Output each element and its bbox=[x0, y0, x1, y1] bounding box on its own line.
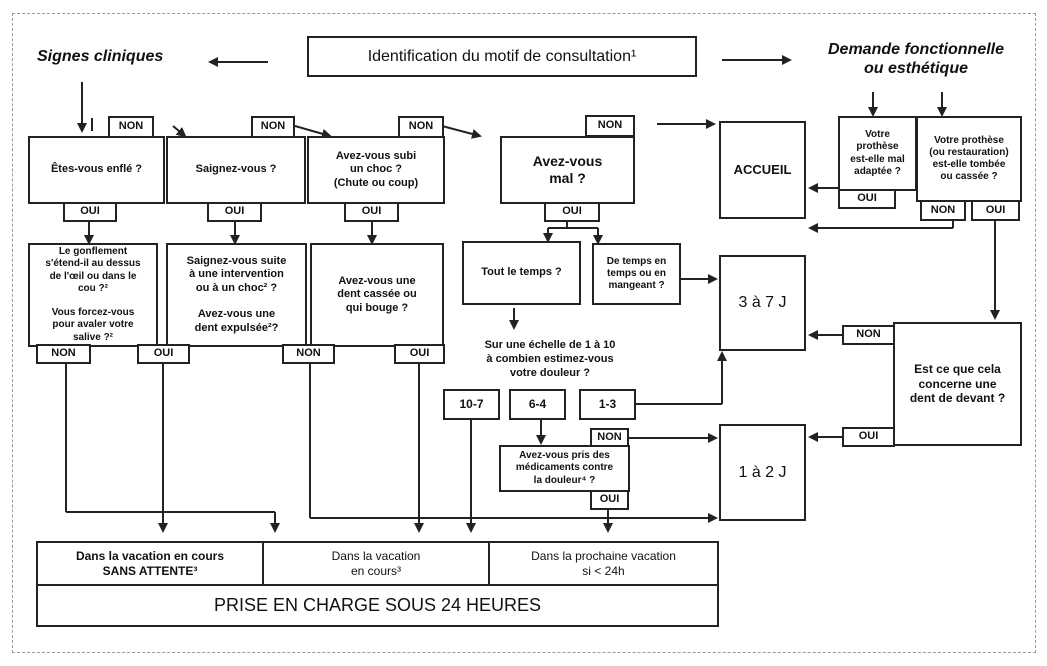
oui-denture-broken: OUI bbox=[971, 200, 1020, 221]
oui-swelling-extent: OUI bbox=[137, 344, 190, 364]
q-swelling-extent: Le gonflement s'étend-il au dessus de l'… bbox=[28, 243, 158, 347]
non-denture-broken: NON bbox=[920, 200, 966, 221]
functional-request-label: Demande fonctionnelle ou esthétique bbox=[827, 41, 1005, 78]
scale-low: 1-3 bbox=[579, 389, 636, 420]
non-swollen: NON bbox=[108, 116, 154, 138]
q-broken-tooth: Avez-vous une dent cassée ou qui bouge ? bbox=[310, 243, 444, 347]
consultation-title: Identification du motif de consultation¹ bbox=[367, 47, 637, 65]
non-swelling-extent: NON bbox=[36, 344, 91, 364]
q-swollen: Êtes-vous enflé ? bbox=[28, 136, 165, 204]
oui-denture-fit: OUI bbox=[838, 189, 896, 209]
q-medication: Avez-vous pris des médicaments contre la… bbox=[499, 445, 630, 492]
non-pain: NON bbox=[585, 115, 635, 137]
non-broken-tooth: NON bbox=[282, 344, 335, 364]
non-trauma: NON bbox=[398, 116, 444, 138]
q-pain: Avez-vous mal ? bbox=[500, 136, 635, 204]
outcome-accueil: ACCUEIL bbox=[719, 121, 806, 219]
q-front-tooth: Est ce que cela concerne une dent de dev… bbox=[893, 322, 1022, 446]
non-medication: NON bbox=[590, 428, 629, 447]
outcome-next-session: Dans la prochaine vacation si < 24h bbox=[488, 541, 719, 586]
outcome-1-2-days: 1 à 2 J bbox=[719, 424, 806, 521]
outcome-3-7-days: 3 à 7 J bbox=[719, 255, 806, 351]
oui-trauma: OUI bbox=[344, 202, 399, 222]
oui-medication: OUI bbox=[590, 490, 629, 510]
q-bleeding-after: Saignez-vous suite à une intervention ou… bbox=[166, 243, 307, 347]
pain-scale-question: Sur une échelle de 1 à 10 à combien esti… bbox=[484, 339, 616, 379]
figure-frame bbox=[12, 13, 1036, 653]
outcome-current-session: Dans la vacation en cours³ bbox=[262, 541, 490, 586]
outcome-24h-banner: PRISE EN CHARGE SOUS 24 HEURES bbox=[36, 584, 719, 627]
oui-bleeding: OUI bbox=[207, 202, 262, 222]
oui-pain: OUI bbox=[544, 202, 600, 222]
non-front-tooth: NON bbox=[842, 325, 895, 345]
non-bleeding: NON bbox=[251, 116, 295, 138]
q-trauma: Avez-vous subi un choc ? (Chute ou coup) bbox=[307, 136, 445, 204]
scale-high: 10-7 bbox=[443, 389, 500, 420]
q-sometimes: De temps en temps ou en mangeant ? bbox=[592, 243, 681, 305]
oui-swollen: OUI bbox=[63, 202, 117, 222]
consultation-title-box: Identification du motif de consultation¹ bbox=[307, 36, 697, 77]
q-bleeding: Saignez-vous ? bbox=[166, 136, 306, 204]
clinical-signs-label: Signes cliniques bbox=[37, 48, 164, 65]
oui-broken-tooth: OUI bbox=[394, 344, 445, 364]
q-denture-broken: Votre prothèse (ou restauration) est-ell… bbox=[916, 116, 1022, 202]
outcome-immediate: Dans la vacation en cours SANS ATTENTE³ bbox=[36, 541, 264, 586]
scale-mid: 6-4 bbox=[509, 389, 566, 420]
q-all-the-time: Tout le temps ? bbox=[462, 241, 581, 305]
oui-front-tooth: OUI bbox=[842, 427, 895, 447]
q-denture-fit: Votre prothèse est-elle mal adaptée ? bbox=[838, 116, 917, 191]
